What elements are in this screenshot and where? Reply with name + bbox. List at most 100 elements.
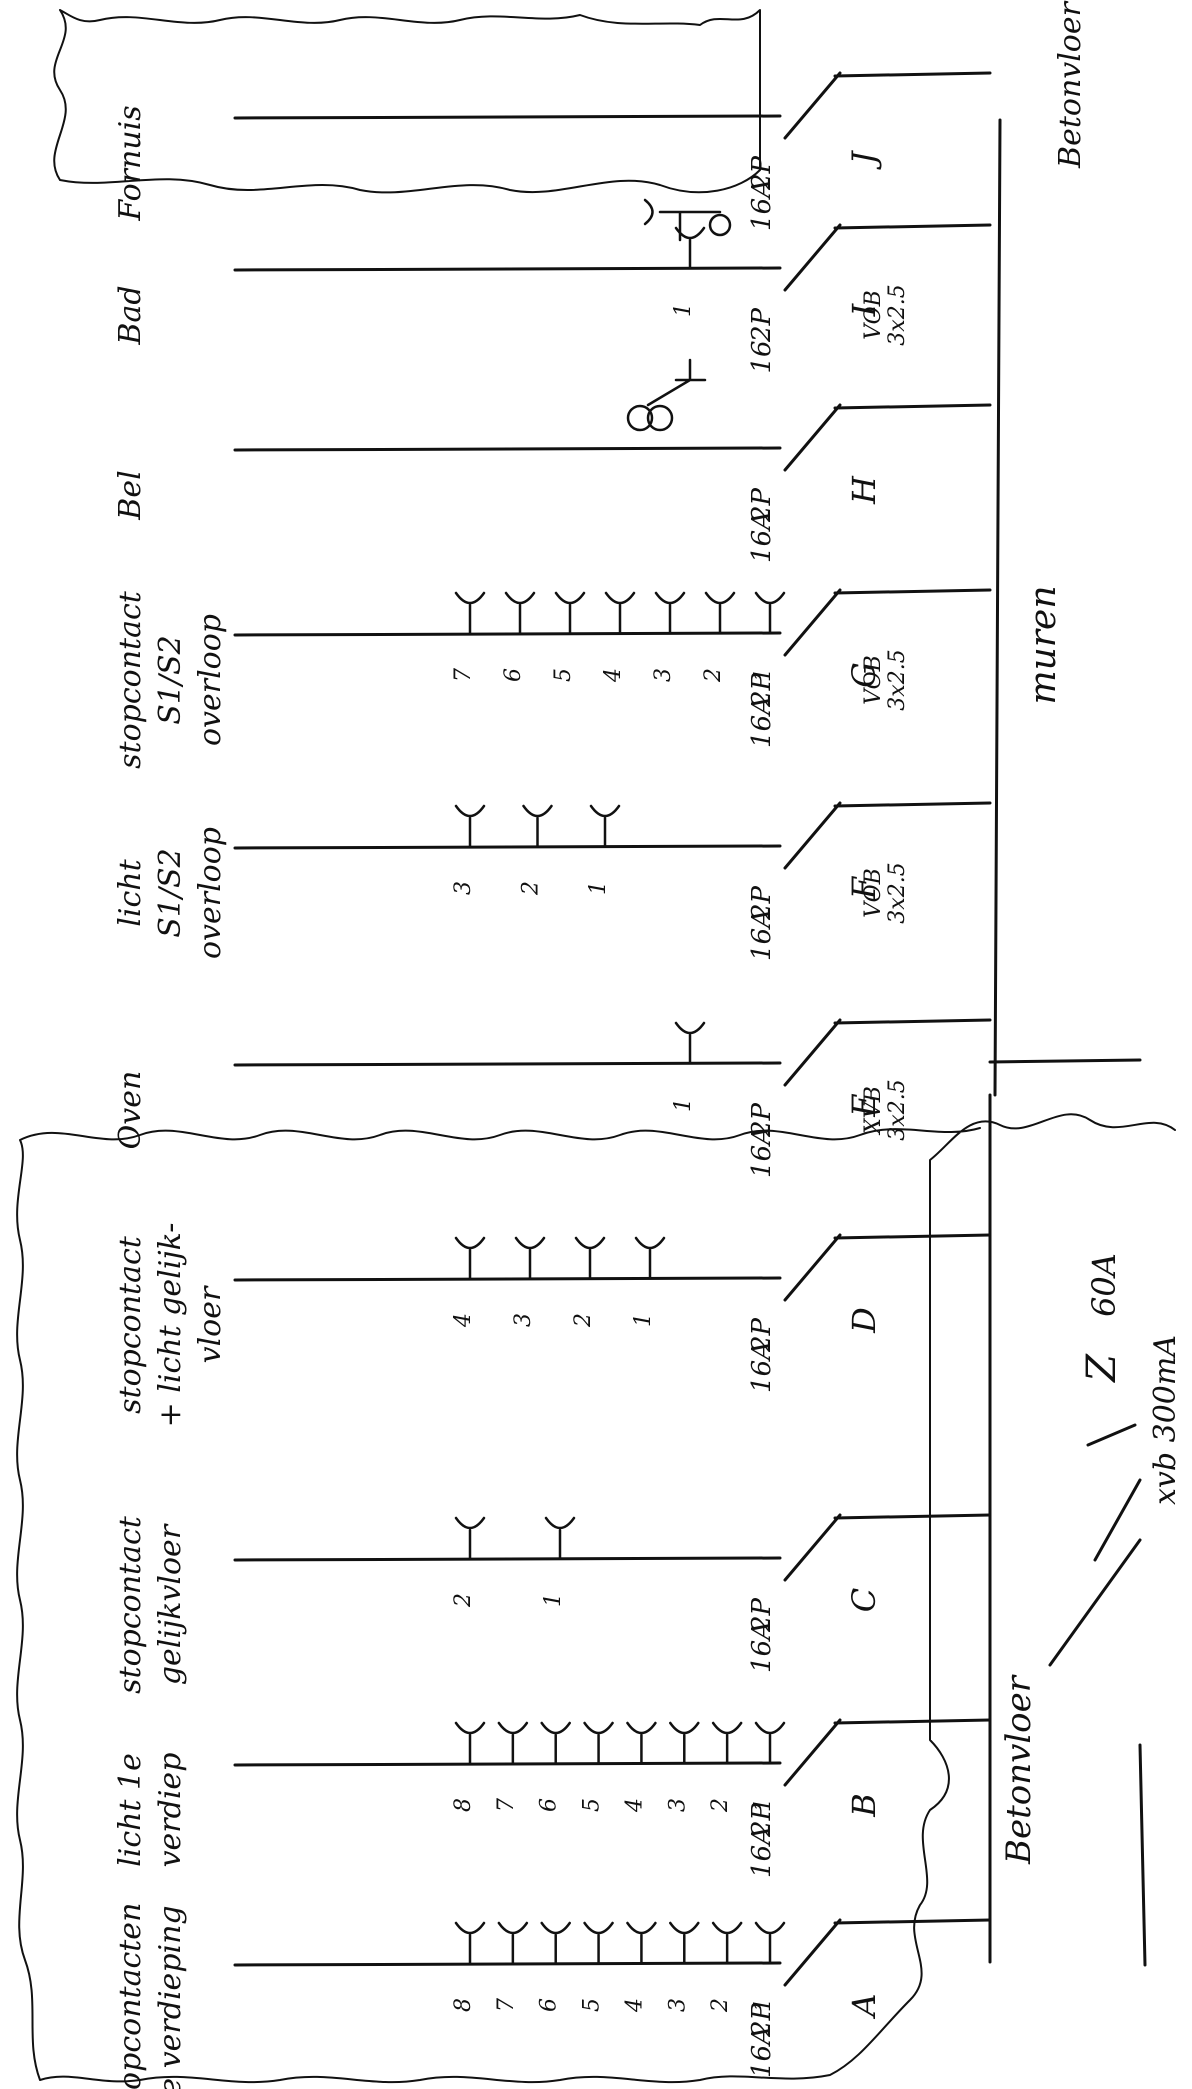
point-number: 1 — [586, 881, 611, 895]
top-cutout-outline — [53, 9, 761, 194]
group-letter: D — [845, 1307, 883, 1334]
outlet-point: 4 — [622, 1921, 657, 2013]
outlet-point: 6 — [537, 1921, 571, 2012]
socket-symbol-icon — [544, 1516, 576, 1530]
group-letter: G — [845, 662, 883, 688]
breaker-contact — [783, 588, 842, 657]
breaker-contact — [783, 1233, 842, 1302]
circuit-conductor — [233, 1556, 782, 1562]
breaker-rating: 16A — [747, 1826, 777, 1878]
breaker-rating: 2P — [747, 1102, 777, 1138]
point-number: 4 — [622, 1998, 647, 2013]
rcd-feed-line — [1138, 1743, 1147, 1967]
socket-symbol-icon — [626, 1921, 657, 1935]
breaker-contact — [783, 71, 842, 140]
group-title: Fornuis — [113, 105, 148, 221]
breaker-to-busbar — [833, 801, 992, 808]
socket-symbol-icon — [669, 1921, 700, 1935]
breaker-to-busbar — [833, 1233, 992, 1240]
breaker-rating: 16A — [747, 179, 777, 231]
point-number: 1 — [671, 1098, 696, 1112]
point-number: 3 — [665, 1998, 690, 2012]
group-title: stopcontact — [113, 1235, 148, 1414]
group-letter: F — [845, 875, 883, 900]
breaker-rating: 2P — [747, 1802, 777, 1838]
point-number: 8 — [451, 1998, 476, 2012]
cable-spec: 3x2.5 — [885, 649, 910, 710]
breaker-to-busbar — [833, 1918, 992, 1925]
socket-symbol-icon — [540, 1721, 571, 1735]
group-title: S1/S2 — [153, 848, 188, 937]
outlet-point: 2 — [519, 804, 553, 896]
breaker-contact — [783, 223, 842, 292]
socket-symbol-icon — [454, 804, 486, 818]
circuit-conductor — [233, 1961, 782, 1967]
breaker-rating: 2P — [747, 155, 777, 191]
point-number: 4 — [451, 1313, 476, 1328]
point-number: 1 — [751, 668, 776, 682]
main-switch-top — [1086, 1423, 1137, 1447]
outlet-point: 5 — [551, 591, 586, 682]
point-number: 3 — [651, 668, 676, 682]
circuit-conductor — [233, 1761, 782, 1767]
point-number: 2 — [519, 881, 544, 896]
point-number: 5 — [551, 668, 576, 682]
socket-symbol-icon — [754, 1721, 786, 1735]
busbar-upper — [993, 118, 1002, 1097]
point-number: 1 — [671, 303, 696, 317]
breaker-rating: 2P — [747, 1597, 777, 1633]
breaker-rating: 16A — [747, 1341, 777, 1393]
cable-spec: VOB — [861, 290, 886, 340]
outlet-point: 2 — [708, 1921, 743, 2013]
circuit-conductor — [233, 446, 782, 452]
circuit-conductor — [233, 114, 782, 120]
point-number: 1 — [541, 1593, 566, 1607]
outlet-point: 7 — [451, 591, 486, 682]
socket-symbol-icon — [654, 591, 686, 605]
point-number: 3 — [665, 1798, 690, 1812]
group-title: stopcontacten — [113, 1903, 148, 2089]
cable-spec: 3x2.5 — [885, 284, 910, 345]
cable-spec: 3x2.5 — [885, 1079, 910, 1140]
group-title: + licht gelijk- — [153, 1223, 188, 1428]
socket-symbol-icon — [626, 1721, 657, 1735]
point-number: 2 — [708, 1998, 733, 2013]
outlet-point: 1 — [751, 1721, 786, 1812]
group-title: stopcontact — [113, 1515, 148, 1694]
socket-symbol-icon — [583, 1721, 614, 1735]
socket-symbol-icon — [754, 1921, 786, 1935]
socket-symbol-icon — [454, 1721, 486, 1735]
outlet-point: 1 — [586, 804, 621, 895]
cable-spec: 3x2.5 — [885, 862, 910, 923]
outlet-point: 2 — [451, 1516, 486, 1608]
breaker-to-busbar — [833, 1513, 992, 1520]
point-number: 3 — [451, 881, 476, 895]
main-feed-line — [988, 1058, 1142, 1064]
breaker-to-busbar — [833, 588, 992, 595]
busbar-layer — [988, 118, 1147, 1967]
socket-symbol-icon — [754, 591, 786, 605]
outlet-point: 1 — [751, 591, 786, 682]
socket-symbol-icon — [540, 1921, 571, 1935]
group-title: verdiep — [153, 1753, 188, 1868]
group-title: Bel — [113, 470, 148, 520]
circuit-conductor — [233, 1276, 782, 1282]
group-title: overloop — [193, 827, 228, 959]
point-number: 2 — [708, 1798, 733, 1813]
socket-symbol-icon — [604, 591, 636, 605]
point-number: 2 — [571, 1313, 596, 1328]
group-title: Oven — [113, 1071, 148, 1150]
busbar-label-middle: muren — [1023, 585, 1064, 704]
main-fuse-rating: 60A — [1085, 1253, 1123, 1317]
group-title: licht — [113, 858, 148, 926]
outlet-point: 1 — [541, 1516, 576, 1607]
socket-symbol-icon — [554, 591, 586, 605]
breaker-contact — [783, 801, 842, 870]
